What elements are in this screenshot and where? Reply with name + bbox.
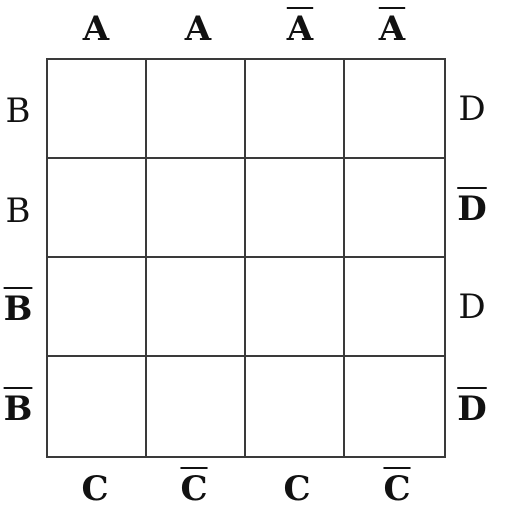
right-label-4: D xyxy=(457,389,487,429)
bottom-label-4: C xyxy=(383,469,411,509)
right-label-2: D xyxy=(457,189,487,229)
right-label-3: D xyxy=(458,287,486,327)
top-label-4: A xyxy=(378,9,406,49)
top-label-2: A xyxy=(184,9,212,49)
left-label-2: B xyxy=(5,191,31,231)
cell-r3-c2 xyxy=(147,258,246,357)
top-label-3: A xyxy=(286,9,314,49)
map-grid xyxy=(46,58,446,458)
cell-r4-c1 xyxy=(48,357,147,456)
cell-r1-c2 xyxy=(147,60,246,159)
cell-r2-c3 xyxy=(246,159,345,258)
cell-r2-c2 xyxy=(147,159,246,258)
top-label-1: A xyxy=(82,9,110,49)
left-label-3: B xyxy=(3,289,33,329)
left-label-1: B xyxy=(5,91,31,131)
left-label-4: B xyxy=(3,389,33,429)
cell-r1-c3 xyxy=(246,60,345,159)
cell-r3-c1 xyxy=(48,258,147,357)
cell-r1-c4 xyxy=(345,60,444,159)
cell-r4-c2 xyxy=(147,357,246,456)
cell-r3-c3 xyxy=(246,258,345,357)
bottom-label-3: C xyxy=(283,469,311,509)
cell-r4-c3 xyxy=(246,357,345,456)
cell-r1-c1 xyxy=(48,60,147,159)
bottom-label-2: C xyxy=(180,469,208,509)
cell-r2-c1 xyxy=(48,159,147,258)
cell-r3-c4 xyxy=(345,258,444,357)
right-label-1: D xyxy=(458,89,486,129)
cell-r4-c4 xyxy=(345,357,444,456)
cell-r2-c4 xyxy=(345,159,444,258)
bottom-label-1: C xyxy=(81,469,109,509)
